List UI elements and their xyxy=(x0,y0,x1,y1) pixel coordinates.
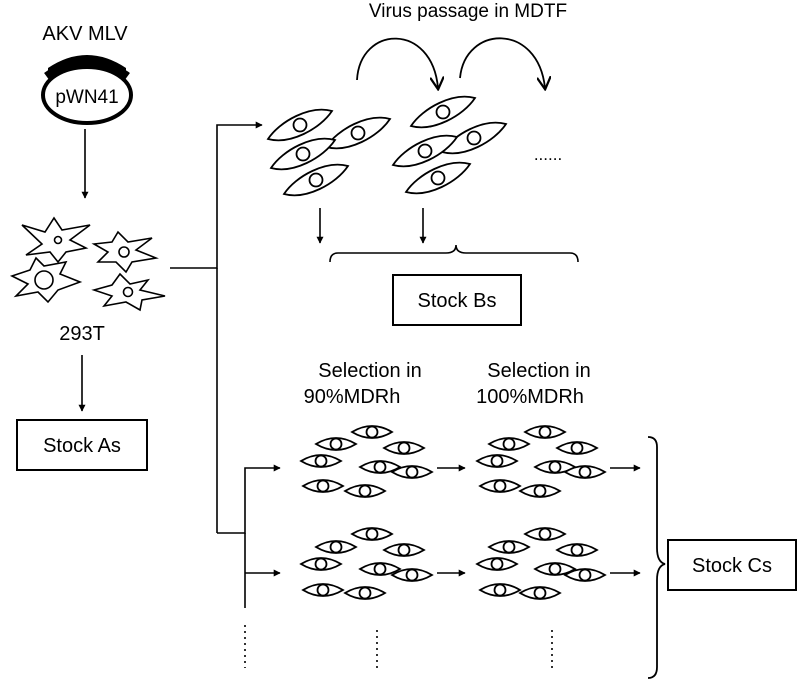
plasmid-ring-icon xyxy=(41,55,133,125)
cells-293t-label: 293T xyxy=(59,323,105,345)
continuation-dots xyxy=(244,625,553,668)
spindle-cell-icon xyxy=(267,95,507,197)
branch-connectors xyxy=(170,121,281,608)
selection-step2-line2: 100%MDRh xyxy=(476,386,584,408)
selection-step1-line1: Selection in xyxy=(318,360,421,382)
star-shaped-cell-icon xyxy=(9,216,166,312)
virus-label: AKV MLV xyxy=(42,23,128,45)
stock-c-brace xyxy=(647,436,666,679)
stock-b-box xyxy=(392,274,522,326)
stock-b-brace xyxy=(329,244,579,263)
stock-a-box xyxy=(16,419,148,471)
selection-arrows xyxy=(437,464,641,577)
passage-down-arrows xyxy=(316,208,427,244)
stock-b-label: Stock Bs xyxy=(418,290,497,312)
passage-title: Virus passage in MDTF xyxy=(369,1,567,22)
passage-ellipsis: ...... xyxy=(534,145,562,164)
selection-step2-line1: Selection in xyxy=(487,360,590,382)
stock-a-label: Stock As xyxy=(43,435,121,457)
stock-c-label: Stock Cs xyxy=(692,555,772,577)
stock-c-box xyxy=(667,539,797,591)
plasmid-name: pWN41 xyxy=(55,87,118,108)
passage-curved-arrows xyxy=(356,37,545,88)
selection-step1-line2: 90%MDRh xyxy=(304,386,401,408)
